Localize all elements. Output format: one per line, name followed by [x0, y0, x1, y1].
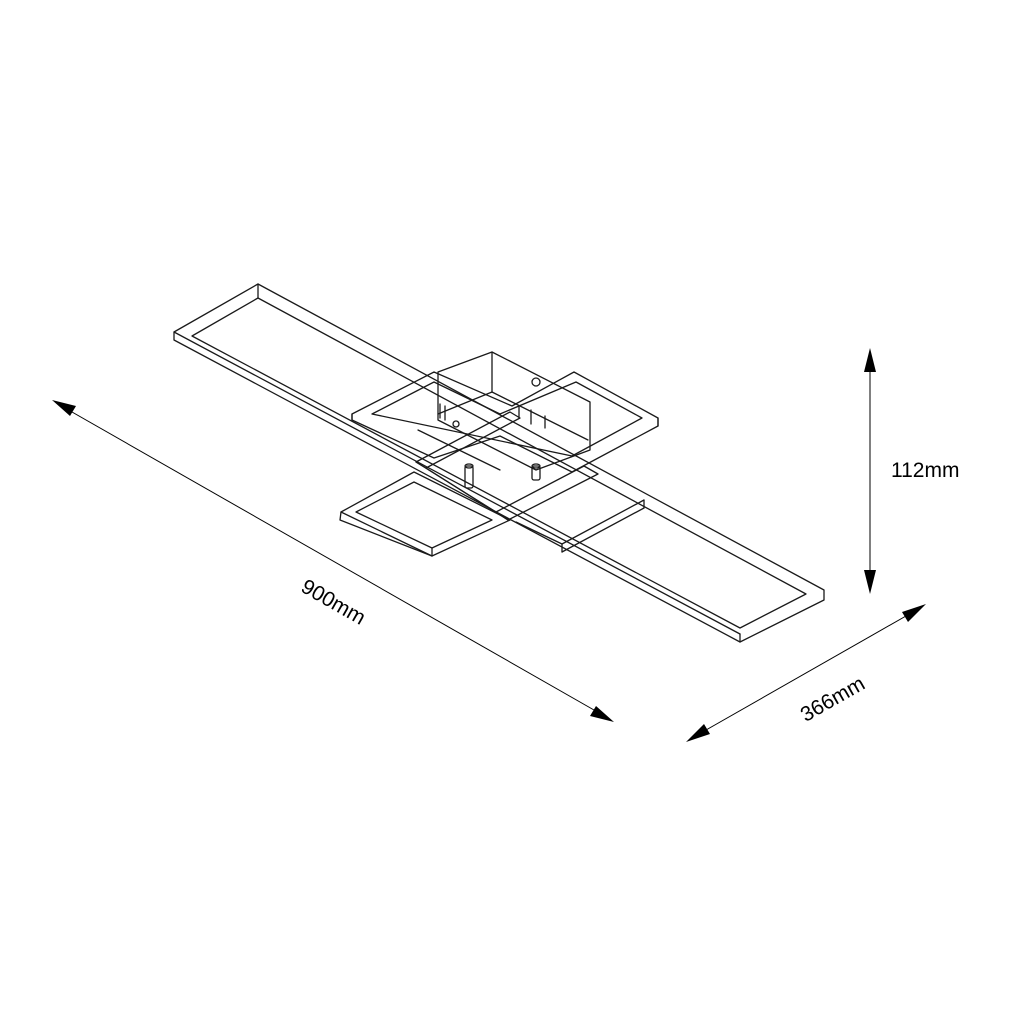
dimension-length: 900mm — [52, 400, 614, 722]
length-label: 900mm — [297, 575, 369, 630]
height-label: 112mm — [891, 459, 959, 482]
dimension-height: 112mm — [864, 348, 959, 594]
frame-small-front — [339, 471, 511, 557]
frame-small-rear — [351, 371, 659, 473]
frame-middle-bar — [415, 411, 645, 553]
width-label: 366mm — [797, 672, 869, 727]
support-rods — [464, 463, 541, 489]
frame-long — [173, 283, 825, 643]
mounting-box — [417, 351, 591, 471]
